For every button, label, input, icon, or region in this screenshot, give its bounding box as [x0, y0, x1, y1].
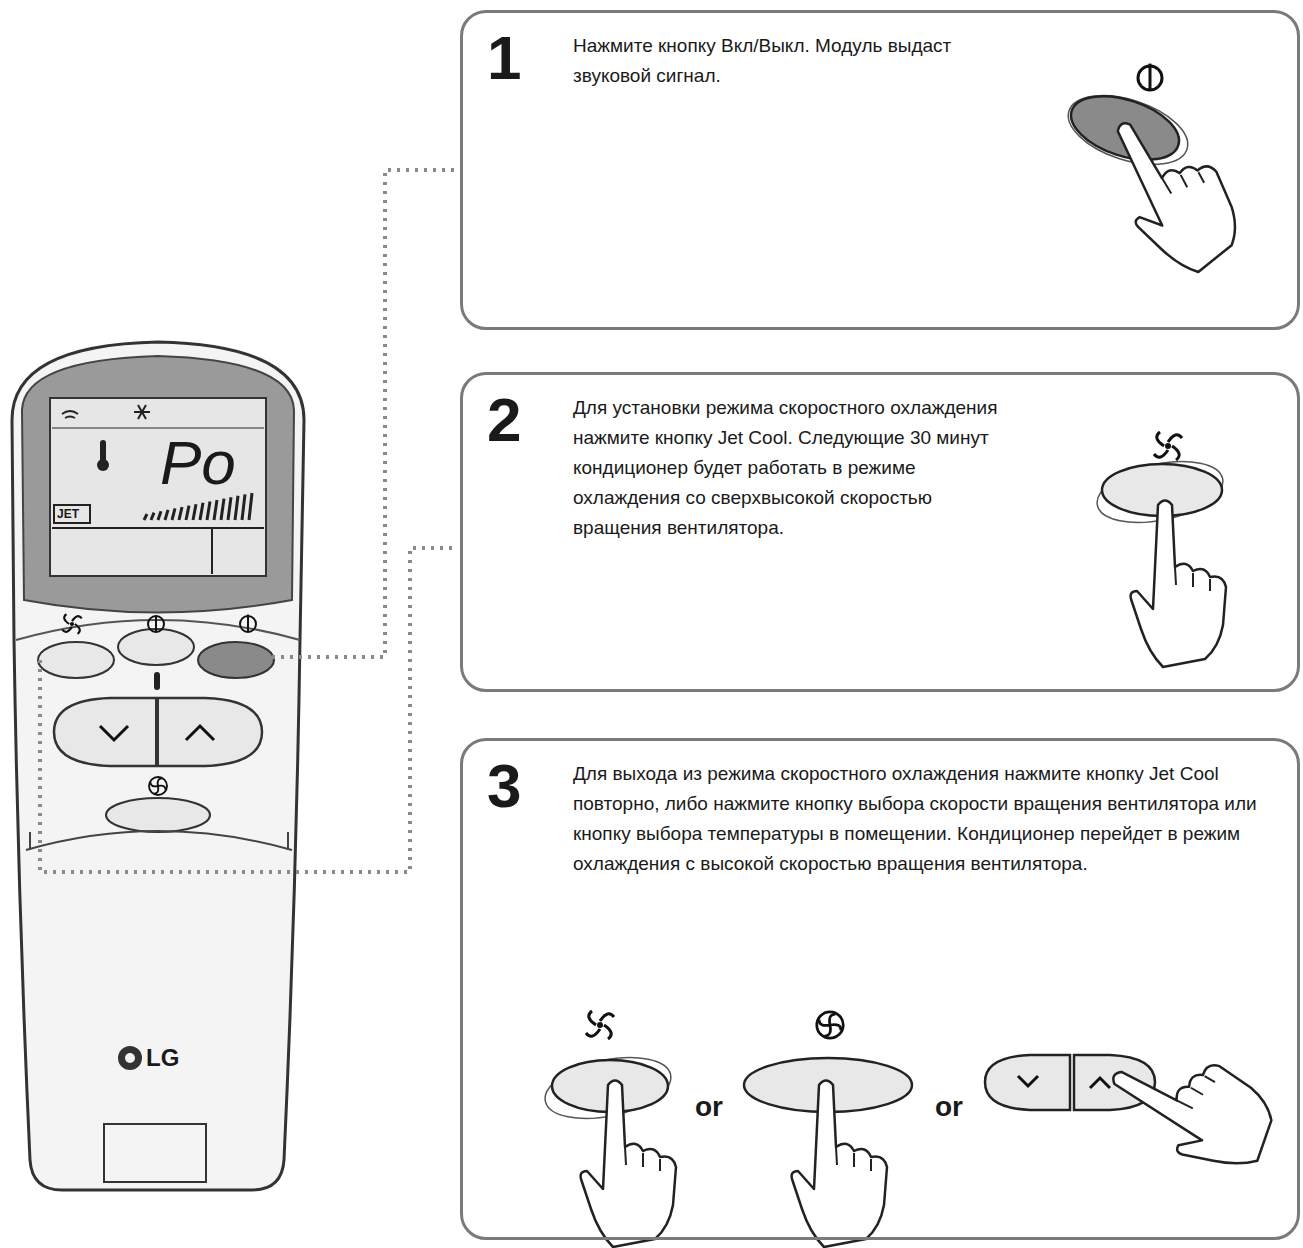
brand-logo: LG — [146, 1046, 179, 1070]
fan-bar — [249, 493, 252, 520]
step-text: Нажмите кнопку Вкл/Выкл. Модуль выдаст з… — [573, 31, 993, 91]
step-number: 3 — [487, 755, 521, 817]
fan-bar — [214, 500, 217, 520]
fan-bar — [144, 514, 147, 520]
step-text: Для выхода из режима скоростного охлажде… — [573, 759, 1293, 879]
fan-bar — [179, 507, 182, 520]
fan-bar — [172, 508, 175, 520]
fan-bar — [193, 504, 196, 520]
step-box: 1 Нажмите кнопку Вкл/Выкл. Модуль выдаст … — [460, 10, 1300, 330]
step-box: 3 Для выхода из режима скоростного охлажд… — [460, 738, 1300, 1240]
fan-bar — [228, 497, 231, 520]
remote-control — [12, 342, 304, 1190]
fan-bar — [186, 506, 189, 520]
fan-bar — [151, 513, 154, 520]
display-readout: Po — [160, 432, 236, 494]
fan-bar — [235, 496, 238, 520]
fan-bar — [158, 511, 161, 520]
or-word: or — [695, 1093, 723, 1121]
step-box: 2 Для установки режима скоростного охлажд… — [460, 372, 1300, 692]
leader-line — [272, 170, 456, 657]
or-word: or — [935, 1093, 963, 1121]
step-number: 1 — [487, 27, 521, 89]
fan-bar — [221, 499, 224, 520]
fan-bar — [165, 510, 168, 520]
fan-bar — [200, 503, 203, 520]
fan-bar — [242, 494, 245, 520]
jet-indicator: JET — [57, 508, 79, 520]
step-text: Для установки режима скоростного охлажде… — [573, 393, 1003, 543]
step-number: 2 — [487, 389, 521, 451]
leader-line — [40, 548, 456, 872]
fan-bar — [207, 501, 210, 520]
